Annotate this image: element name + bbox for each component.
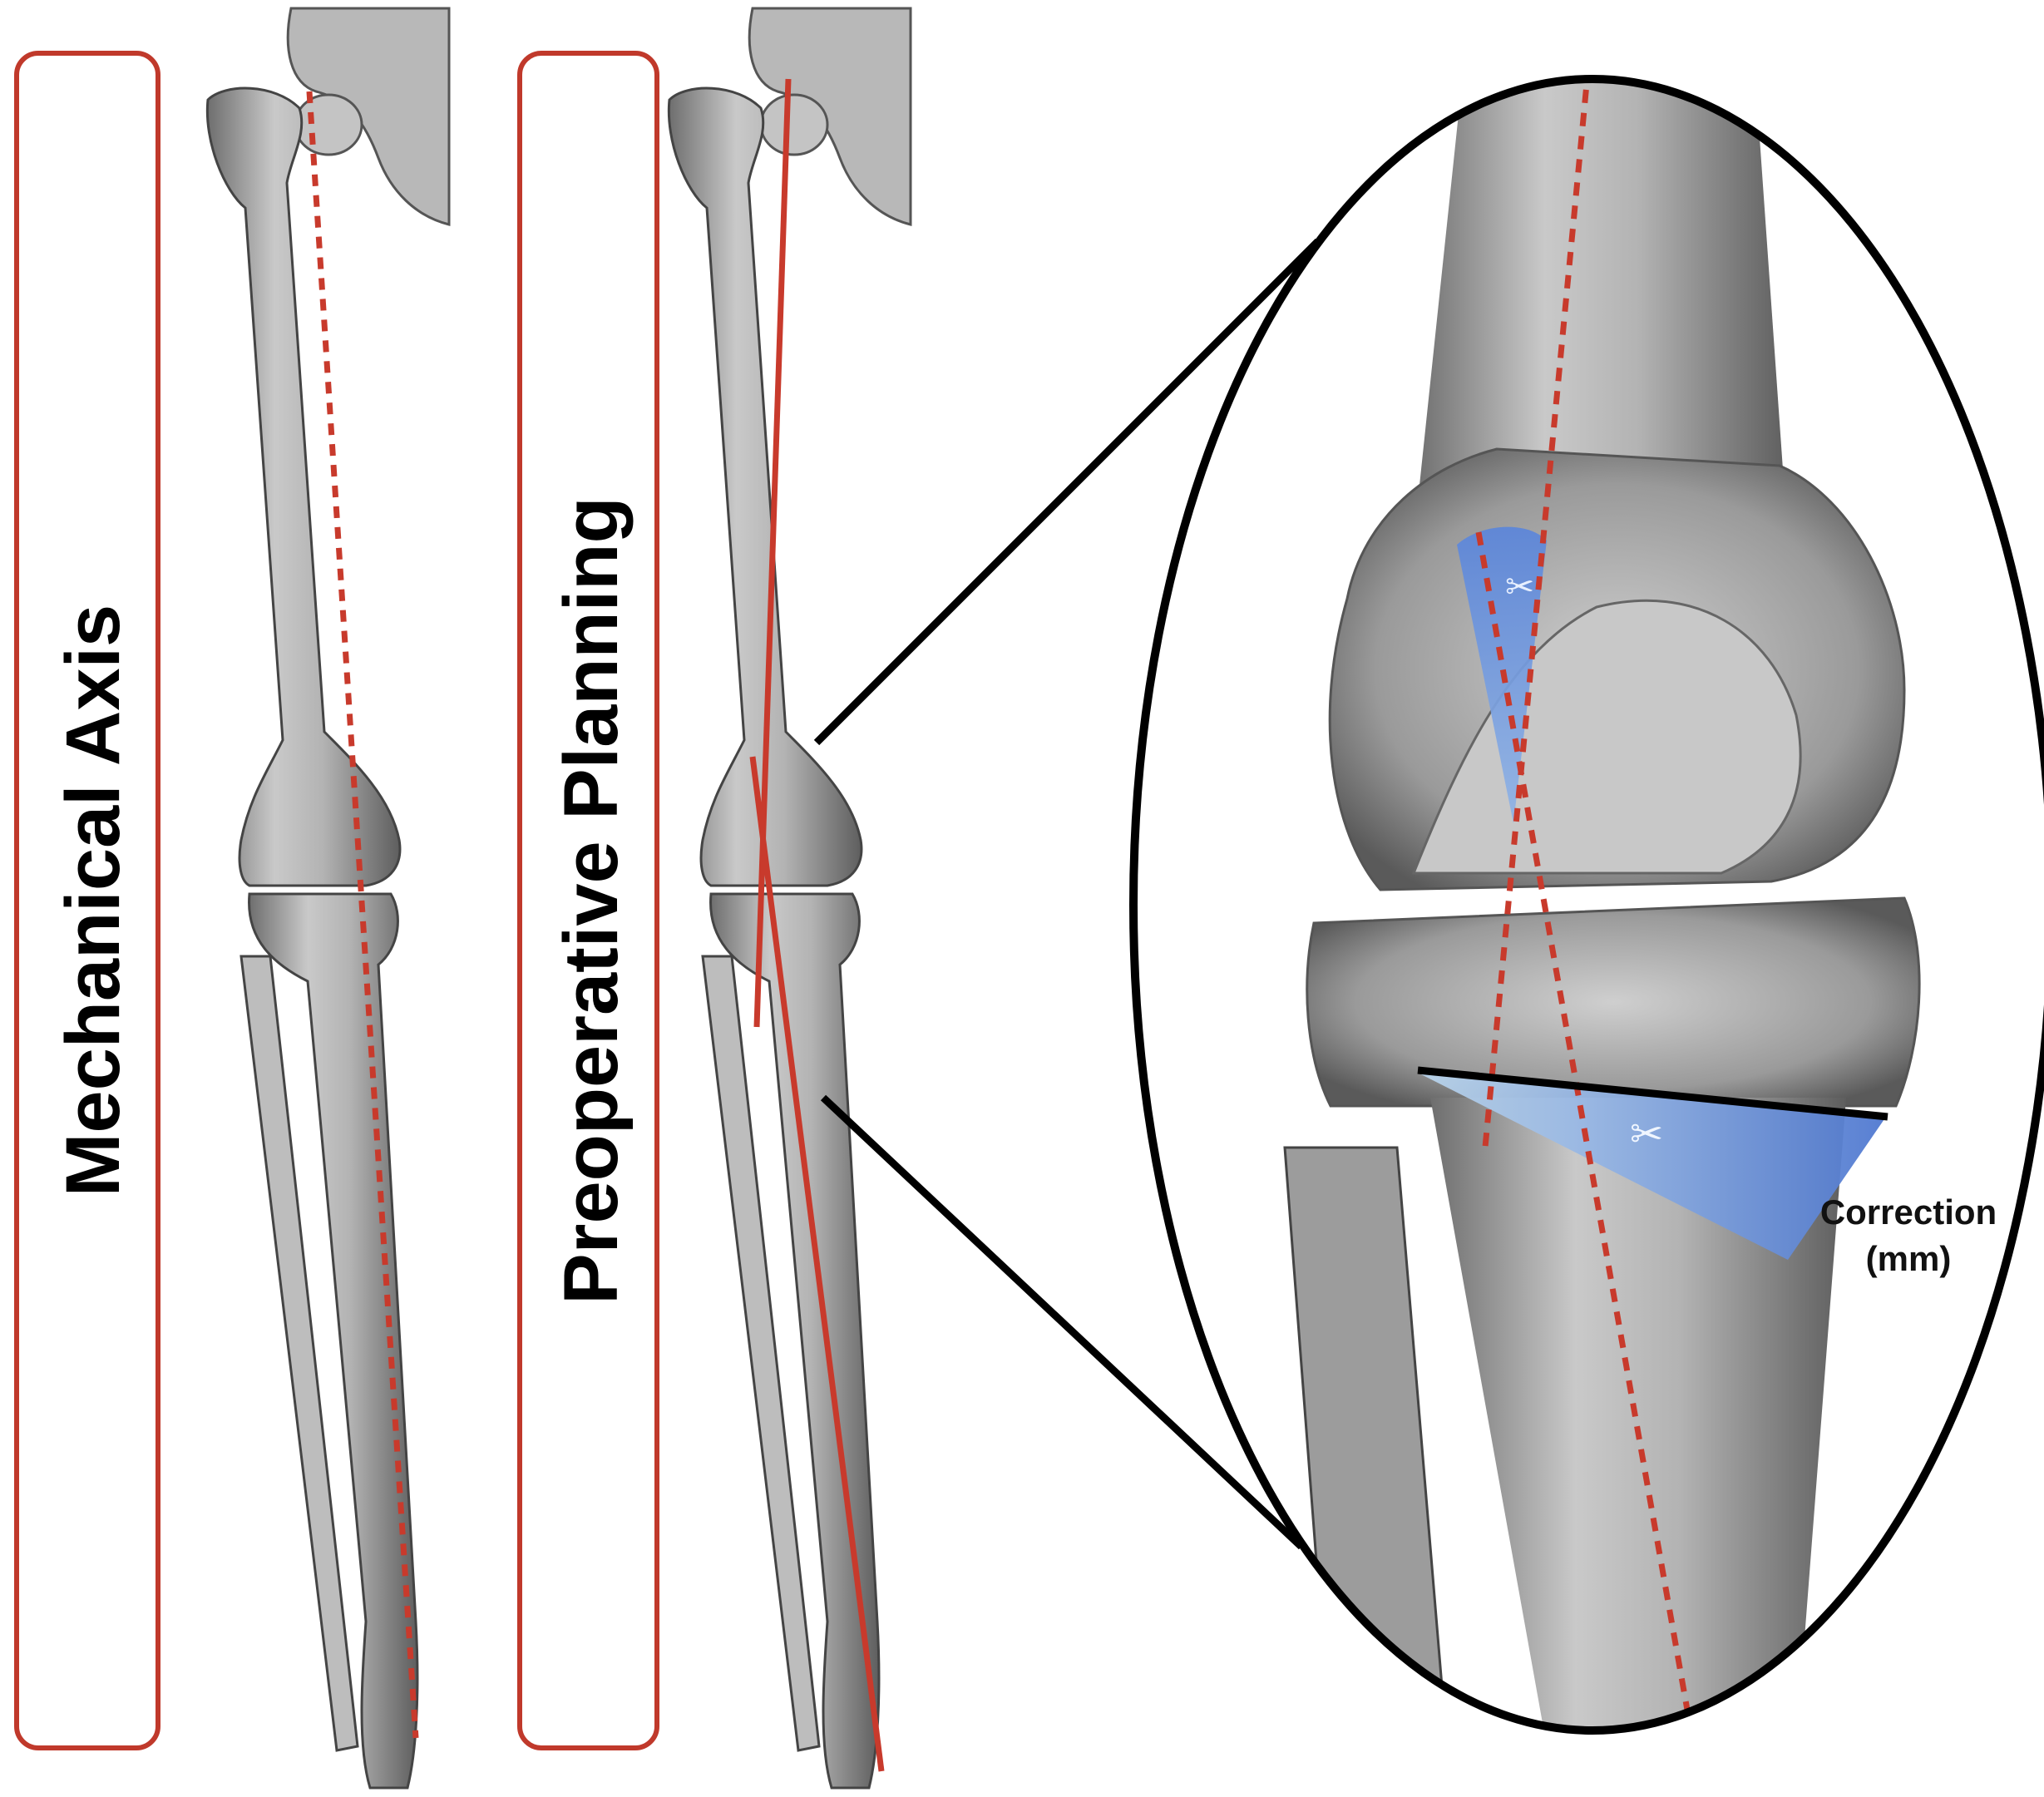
femoral-head-1 [295, 95, 362, 155]
femoral-head-2 [761, 95, 827, 155]
tibial-wedge-saw-icon: ✂ [1630, 1111, 1663, 1158]
label-mechanical-axis: Mechanical Axis [51, 605, 136, 1197]
knee-zoom-view: ✂ ✂ Correction (mm) [1133, 67, 2044, 1746]
correction-unit-label: (mm) [1866, 1239, 1952, 1278]
femur-1 [207, 88, 400, 886]
panel-mechanical-axis: Mechanical Axis [17, 8, 449, 1788]
zoom-tibial-plateau [1307, 898, 1919, 1106]
leg-bones-2 [669, 8, 911, 1788]
leg-bones-1 [207, 8, 449, 1788]
label-preoperative-planning: Preoperative Planning [549, 496, 634, 1304]
panel-preoperative-planning: Preoperative Planning [520, 8, 911, 1788]
femoral-wedge-saw-icon: ✂ [1505, 566, 1534, 607]
correction-label: Correction [1820, 1192, 1997, 1232]
